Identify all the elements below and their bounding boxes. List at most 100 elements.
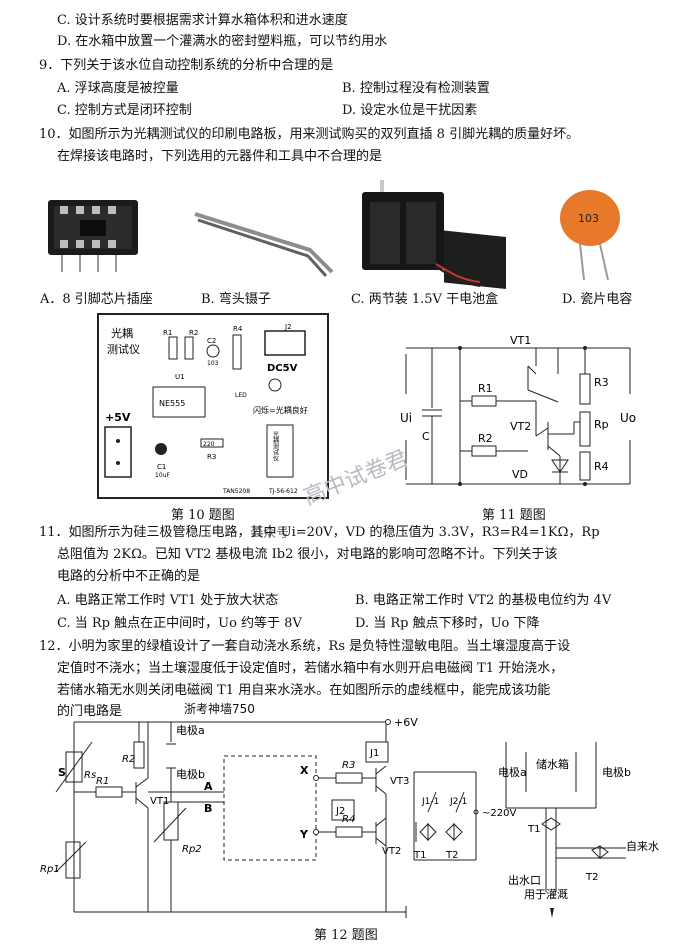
- q10-stem-line2: 在焊接该电路时，下列选用的元器件和工具中不合理的是: [57, 149, 383, 164]
- pcb-r3-value: 220: [203, 441, 215, 448]
- q11-option-d: D. 当 Rp 触点下移时，Uo 下降: [355, 616, 540, 631]
- pcb-c1-value: 10uF: [155, 472, 170, 479]
- q10-option-a: A．8 引脚芯片插座: [40, 292, 153, 307]
- fig12-r3-label: R3: [342, 760, 355, 771]
- fig11-vt2-label: VT2: [510, 420, 531, 433]
- ceramic-capacitor-icon: 103: [560, 190, 620, 281]
- q12-stem-line2: 定值时不浇水；当土壤湿度低于设定值时，若储水箱中有水则开启电磁阀 T1 开始浇水…: [57, 661, 564, 676]
- battery-box-icon: [362, 180, 506, 289]
- q11-stem-line3: 电路的分析中不正确的是: [57, 569, 201, 584]
- fig12-s-label: S: [58, 766, 66, 779]
- q12-stem-line4: 的门电路是: [57, 704, 123, 719]
- fig12-j1-label: J1: [369, 748, 379, 759]
- fig12-r1-label: R1: [96, 776, 109, 787]
- fig10-pcb: 光耦 测试仪 R1 R2 C2 103 R4 J2 DC5V U1 NE555 …: [97, 313, 329, 499]
- fig11-c-label: C: [422, 430, 430, 443]
- fig12-vt1-label: VT1: [150, 796, 169, 807]
- fig12-rp1-label: Rp1: [40, 864, 60, 875]
- pcb-led-text: 闪烁=光耦良好: [253, 405, 308, 415]
- fig12-tank-electrode-a-label: 电极a: [498, 765, 527, 779]
- q11-stem-line1: 11．如图所示为硅三极管稳压电路，其中 Ui=20V，VD 的稳压值为 3.3V…: [39, 525, 600, 540]
- pcb-ne555-label: NE555: [159, 399, 185, 408]
- pcb-title-line2: 测试仪: [107, 343, 140, 356]
- fig12-electrode-a-label: 电极a: [176, 723, 205, 737]
- fig11-rp-label: Rp: [594, 418, 609, 431]
- fig12-relay-t1-label: T1: [413, 850, 426, 861]
- fig12-valve-t1-label: T1: [527, 824, 540, 835]
- fig12-6v-label: +6V: [394, 716, 418, 729]
- pcb-j2-label: J2: [284, 323, 292, 331]
- q9-option-c: C. 控制方式是闭环控制: [57, 103, 192, 118]
- ic-socket-icon: [48, 200, 138, 272]
- q9-option-a: A. 浮球高度是被控量: [57, 81, 179, 96]
- fig12-a-label: A: [204, 780, 213, 793]
- fig12-outlet-label: 出水口: [508, 873, 541, 887]
- fig12-vt2-label: VT2: [382, 846, 401, 857]
- pcb-chip-label: 光耦测试仪: [272, 430, 279, 461]
- fig12-b-label: B: [204, 802, 212, 815]
- pcb-c1-label: C1: [157, 463, 166, 471]
- fig12-y-label: Y: [299, 828, 309, 841]
- bent-tweezers-icon: [194, 212, 334, 278]
- fig11-r4-label: R4: [594, 460, 609, 473]
- fig11-circuit: VT1 R1 R2 VT2 VD R3 Rp R4 C Ui Uo: [400, 334, 636, 486]
- pcb-tag1: TAN5208: [222, 488, 250, 495]
- pcb-r1-label: R1: [163, 329, 172, 337]
- q12-watermark: 浙考神墙750: [184, 702, 255, 716]
- fig12-tap-water-label: 自来水: [626, 840, 659, 853]
- fig12-r2-label: R2: [122, 754, 135, 765]
- q11-stem-line2: 总阻值为 2KΩ。已知 VT2 基极电流 Ib2 很小，对电路的影响可忽略不计。…: [57, 547, 558, 562]
- fig12-tank-label: 储水箱: [536, 757, 569, 771]
- fig12-j2-label: J2: [335, 806, 345, 817]
- fig12-x-label: X: [300, 764, 309, 777]
- fig12-rs-label: Rs: [84, 770, 96, 781]
- pcb-c2-value: 103: [207, 360, 219, 367]
- fig11-caption: 第 11 题图: [482, 508, 546, 523]
- fig12-j21-label: J2-1: [449, 797, 467, 807]
- q12-stem-line3: 若储水箱无水则关闭电磁阀 T1 用自来水浇水。在如图所示的虚线框中，能完成该功能: [57, 683, 551, 698]
- q8-option-c: C. 设计系统时要根据需求计算水箱体积和进水速度: [57, 13, 348, 28]
- q11-option-b: B. 电路正常工作时 VT2 的基极电位约为 4V: [355, 593, 612, 608]
- fig12-220v-label: ~220V: [482, 808, 516, 819]
- pcb-r4-label: R4: [233, 325, 243, 333]
- fig12-electrode-b-label: 电极b: [176, 767, 205, 781]
- fig12-j11-label: J1-1: [421, 797, 439, 807]
- pcb-c2-label: C2: [207, 337, 216, 345]
- fig11-vd-label: VD: [512, 468, 528, 481]
- fig12-vt3-label: VT3: [390, 776, 409, 787]
- q10-option-c: C. 两节装 1.5V 干电池盒: [351, 292, 499, 307]
- fig11-ui-label: Ui: [400, 411, 412, 425]
- pcb-led-label: LED: [235, 392, 247, 399]
- fig10-caption: 第 10 题图: [171, 508, 235, 523]
- q12-stem-line1: 12．小明为家里的绿植设计了一套自动浇水系统，Rs 是负特性湿敏电阻。当土壤湿度…: [39, 639, 571, 654]
- fig11-uo-label: Uo: [620, 411, 636, 425]
- fig12-irrigate-label: 用于灌溉: [524, 888, 568, 901]
- q8-option-d: D. 在水箱中放置一个灌满水的密封塑料瓶，可以节约用水: [57, 34, 388, 49]
- fig12-caption: 第 12 题图: [314, 928, 378, 943]
- q10-component-photos: 103: [48, 180, 620, 289]
- q11-option-a: A. 电路正常工作时 VT1 处于放大状态: [57, 593, 279, 608]
- fig12-tank-electrode-b-label: 电极b: [602, 765, 631, 779]
- q9-stem: 9．下列关于该水位自动控制系统的分析中合理的是: [39, 58, 334, 73]
- fig12-rp2-label: Rp2: [182, 844, 202, 855]
- q10-option-d: D. 瓷片电容: [562, 292, 633, 307]
- pcb-r2-label: R2: [189, 329, 198, 337]
- pcb-dc5v-label: DC5V: [267, 363, 298, 374]
- q9-option-d: D. 设定水位是干扰因素: [342, 103, 478, 118]
- pcb-u1-label: U1: [175, 373, 185, 381]
- q11-option-c: C. 当 Rp 触点在正中间时，Uo 约等于 8V: [57, 616, 302, 631]
- fig11-r2-label: R2: [478, 432, 493, 445]
- pcb-tag2: TJ-56-612: [268, 488, 298, 495]
- fig11-r3-label: R3: [594, 376, 609, 389]
- capacitor-value-label: 103: [578, 212, 599, 225]
- fig11-vt1-label: VT1: [510, 334, 531, 347]
- watermark-sub: 公众号: [250, 526, 290, 541]
- q10-option-b: B. 弯头镊子: [201, 292, 271, 307]
- fig12-relay-t2-label: T2: [445, 850, 458, 861]
- q10-stem-line1: 10．如图所示为光耦测试仪的印刷电路板，用来测试购买的双列直插 8 引脚光耦的质…: [39, 127, 580, 142]
- fig12-circuit: +6V S Rs R1 R2 电极a 电极b VT1 A B Rp1 Rp2 X…: [40, 716, 659, 918]
- pcb-5v-label: +5V: [105, 411, 131, 424]
- pcb-title-line1: 光耦: [111, 326, 133, 340]
- q9-option-b: B. 控制过程没有检测装置: [342, 81, 490, 96]
- fig11-r1-label: R1: [478, 382, 493, 395]
